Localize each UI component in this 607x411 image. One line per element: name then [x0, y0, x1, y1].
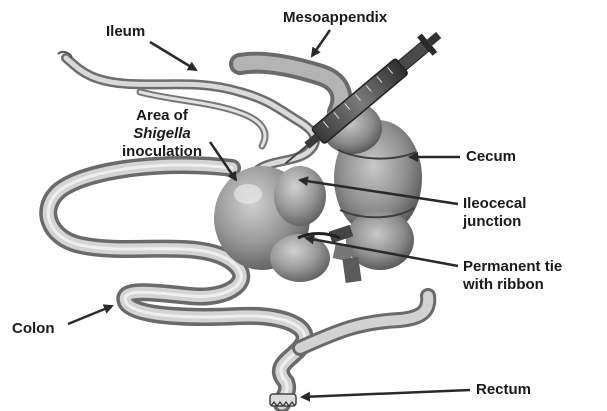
colon-arrow	[68, 306, 112, 324]
ileocecal-junction-label: Ileocecal junction	[463, 195, 526, 231]
inoculation-label-line3: inoculation	[119, 143, 205, 161]
ileum-arrow	[150, 42, 196, 70]
inoculation-area-label: Area of Shigella inoculation	[119, 107, 205, 161]
ileocecal-label-line1: Ileocecal	[463, 195, 526, 213]
mesoappendix-label: Mesoappendix	[283, 9, 387, 27]
ileocecal-label-line2: junction	[463, 213, 526, 231]
inoculation-label-line2: Shigella	[119, 125, 205, 143]
permanent-tie-label: Permanent tie with ribbon	[463, 258, 562, 294]
rectum-label: Rectum	[476, 381, 531, 399]
tie-label-line2: with ribbon	[463, 276, 562, 294]
rectum-end	[270, 394, 296, 406]
rectum-arrow	[302, 390, 470, 397]
colon-label: Colon	[12, 320, 55, 338]
mesoappendix-band	[240, 63, 341, 112]
mesoappendix-arrow	[312, 30, 330, 56]
tie-label-line1: Permanent tie	[463, 258, 562, 276]
cecum-label: Cecum	[466, 148, 516, 166]
ileum-label: Ileum	[106, 23, 145, 41]
inoculation-label-line1: Area of	[119, 107, 205, 125]
